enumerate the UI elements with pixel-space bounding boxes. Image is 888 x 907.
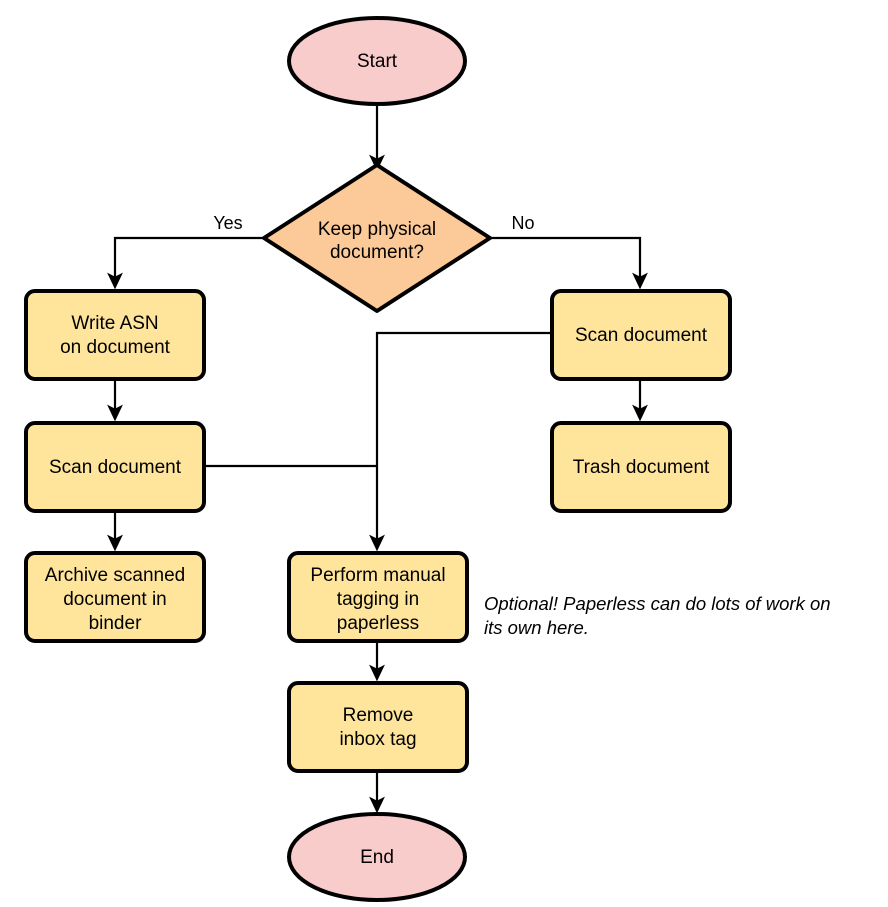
decision-label-line1: Keep physical	[318, 219, 436, 240]
decision-label-line2: document?	[330, 242, 424, 263]
optional-note-line1: Optional! Paperless can do lots of work …	[484, 593, 831, 614]
end-label: End	[360, 847, 394, 868]
write-asn-label-line2: on document	[60, 337, 171, 358]
archive-box[interactable]	[24, 551, 206, 643]
trash-document-label: Trash document	[573, 457, 710, 478]
decision-diamond[interactable]	[262, 163, 492, 313]
node-perform-manual-tagging[interactable]: Perform manual tagging in paperless	[287, 551, 469, 643]
write-asn-label-line1: Write ASN	[71, 313, 158, 334]
tagging-label-line1: Perform manual	[310, 565, 445, 586]
edge-scan-right-to-tagging	[369, 331, 552, 552]
node-trash-document[interactable]: Trash document	[550, 421, 732, 513]
trash-document-box[interactable]	[550, 421, 732, 513]
node-scan-document-right[interactable]: Scan document	[550, 289, 732, 381]
edge-label-yes: Yes	[213, 213, 242, 233]
node-archive-scanned-document[interactable]: Archive scanned document in binder	[24, 551, 206, 643]
scan-document-left-box[interactable]	[24, 421, 206, 513]
remove-inbox-label-line1: Remove	[343, 705, 414, 726]
tagging-label-line3: paperless	[337, 613, 419, 634]
edge-label-layer: Yes No	[213, 213, 534, 233]
annotation-optional-note: Optional! Paperless can do lots of work …	[484, 593, 831, 638]
node-start[interactable]: Start	[287, 16, 467, 106]
edge-decision-yes-to-write-asn	[107, 236, 264, 290]
start-ellipse[interactable]	[287, 16, 467, 106]
archive-label-line2: document in	[63, 589, 167, 610]
node-scan-document-left[interactable]: Scan document	[24, 421, 206, 513]
write-asn-box[interactable]	[24, 289, 206, 381]
scan-document-right-box[interactable]	[550, 289, 732, 381]
end-ellipse[interactable]	[287, 812, 467, 902]
node-keep-physical-document-decision[interactable]: Keep physical document?	[262, 163, 492, 313]
remove-inbox-label-line2: inbox tag	[339, 729, 416, 750]
optional-note-line2: its own here.	[484, 617, 589, 638]
node-remove-inbox-tag[interactable]: Remove inbox tag	[287, 681, 469, 773]
scan-document-left-label: Scan document	[49, 457, 182, 478]
tagging-box[interactable]	[287, 551, 469, 643]
edge-label-no: No	[511, 213, 534, 233]
node-write-asn-on-document[interactable]: Write ASN on document	[24, 289, 206, 381]
archive-label-line3: binder	[89, 613, 142, 634]
connector-layer	[107, 103, 648, 814]
edge-decision-no-to-scan-right	[490, 236, 648, 290]
start-label: Start	[357, 51, 398, 72]
tagging-label-line2: tagging in	[337, 589, 419, 610]
archive-label-line1: Archive scanned	[45, 565, 185, 586]
scan-document-right-label: Scan document	[575, 325, 708, 346]
remove-inbox-tag-box[interactable]	[287, 681, 469, 773]
node-end[interactable]: End	[287, 812, 467, 902]
